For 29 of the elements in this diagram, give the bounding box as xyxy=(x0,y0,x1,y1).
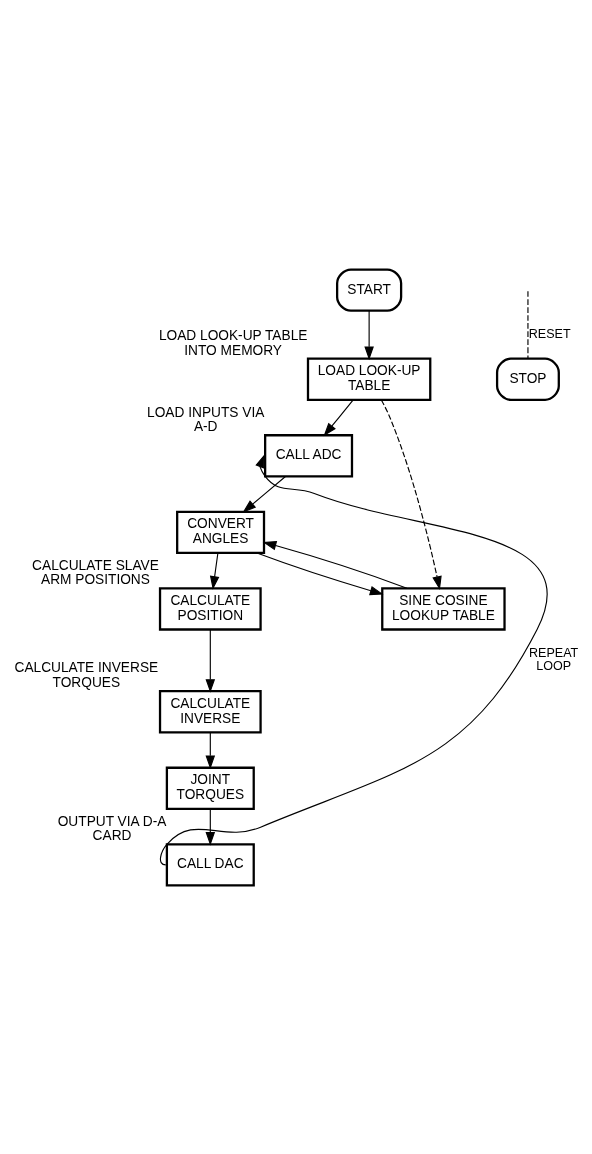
node-box: JOINT TORQUES xyxy=(165,766,255,810)
node-box: CALCULATE POSITION xyxy=(158,586,262,631)
arrow xyxy=(262,540,408,589)
node-label: LOAD INPUTS VIA A-D xyxy=(147,404,265,434)
node-box: START xyxy=(336,267,403,312)
arrow xyxy=(364,309,374,360)
node-label: LOAD LOOK-UP TABLE INTO MEMORY xyxy=(158,327,308,358)
node-label: CALCULATE INVERSE TORQUES xyxy=(14,659,159,690)
node-label: OUTPUT VIA D-A CARD xyxy=(57,813,167,843)
connector xyxy=(527,290,529,359)
arrow xyxy=(323,398,354,436)
node-box: CALCULATE INVERSE xyxy=(158,689,262,733)
edge-label: REPEAT LOOP xyxy=(529,645,579,673)
arrow xyxy=(380,399,442,590)
arrow xyxy=(159,453,548,865)
edge-label: RESET xyxy=(528,326,571,341)
arrow xyxy=(256,551,384,595)
arrow xyxy=(242,475,286,513)
node-label: CALCULATE SLAVE ARM POSITIONS xyxy=(32,557,159,587)
node-box: CONVERT ANGLES xyxy=(176,510,266,554)
node-box: CALL DAC xyxy=(165,842,255,887)
arrow xyxy=(205,807,216,846)
node-box: LOAD LOOK-UP TABLE xyxy=(306,357,432,401)
node-box: STOP xyxy=(495,357,560,401)
arrow xyxy=(209,551,220,590)
arrow xyxy=(205,731,216,769)
arrow xyxy=(205,628,216,693)
node-box: SINE COSINE LOOKUP TABLE xyxy=(381,586,506,631)
node-box: CALL ADC xyxy=(264,433,354,478)
